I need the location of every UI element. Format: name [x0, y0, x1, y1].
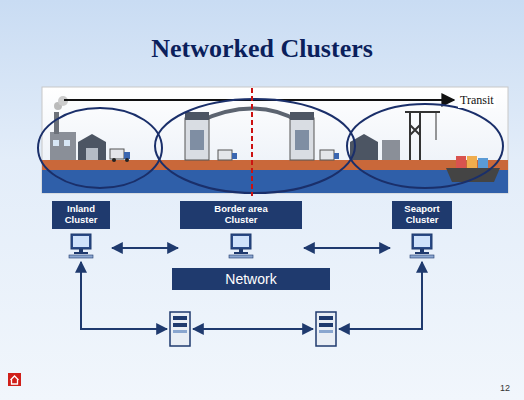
slide-title: Networked Clusters	[0, 34, 524, 64]
cluster-node: Network	[172, 268, 330, 290]
cluster-node: Inland Cluster	[52, 201, 110, 259]
transit-label: Transit	[458, 93, 496, 108]
cluster-label-box: Seaport Cluster	[392, 201, 452, 229]
cluster-label-box: Inland Cluster	[52, 201, 110, 229]
cluster-node: Border area Cluster	[180, 201, 302, 259]
cluster-name: Inland Cluster	[58, 204, 104, 226]
cluster-node: Seaport Cluster	[392, 201, 452, 259]
network-link	[304, 247, 390, 249]
cluster-name: Seaport Cluster	[398, 204, 446, 226]
network-label: Network	[178, 271, 324, 287]
page-number: 12	[500, 383, 510, 393]
cluster-label-box: Border area Cluster	[180, 201, 302, 229]
network-box: Network	[172, 268, 330, 290]
network-link	[112, 247, 178, 249]
computer-icon	[68, 233, 94, 259]
computer-icon	[228, 233, 254, 259]
cluster-name: Border area Cluster	[205, 204, 277, 226]
computer-icon	[409, 233, 435, 259]
